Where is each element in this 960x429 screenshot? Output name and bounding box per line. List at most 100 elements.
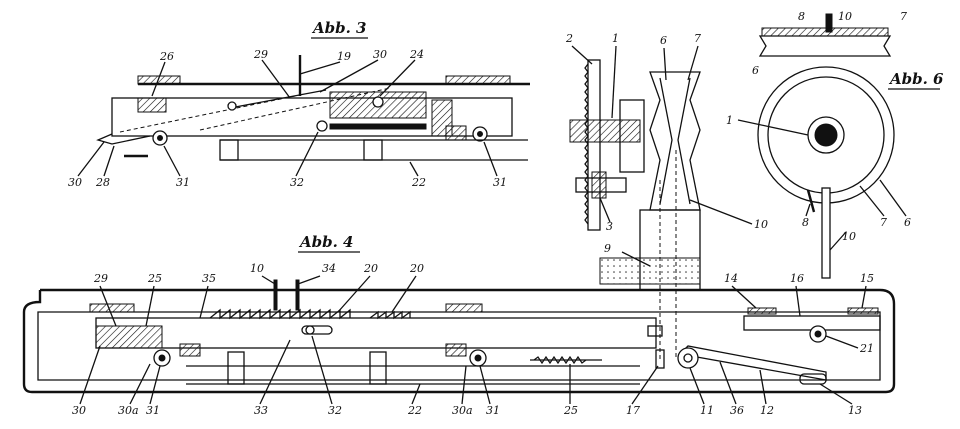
abb4-pin-10: [273, 279, 278, 311]
leader: [571, 45, 593, 65]
abb4-label-30a-right: 30a: [452, 404, 473, 417]
abb4-label-25-top: 25: [147, 272, 162, 285]
abb4-label-20-right: 20: [409, 262, 424, 275]
abb6-label-10: 10: [842, 230, 856, 243]
leader: [391, 275, 417, 313]
leader: [79, 345, 101, 405]
abb4-strip-mid: [445, 303, 483, 313]
leader: [859, 185, 885, 217]
abb3-roller-hub-right: [477, 131, 483, 137]
abb3-top-rail-right: [445, 75, 511, 85]
leader: [337, 275, 371, 313]
abb4-pin-34: [295, 279, 300, 311]
leader: [689, 367, 705, 405]
abb5-label-2: 2: [565, 32, 573, 45]
abb3-slider-body: [111, 97, 513, 137]
abb4-label-20-left: 20: [363, 262, 378, 275]
abb4-rack-teeth-35: [209, 308, 351, 320]
leader: [99, 285, 117, 327]
leader: [461, 365, 467, 405]
leader: [737, 119, 809, 136]
abb4-figure: Abb. 4: [22, 233, 896, 417]
abb4-label-29: 29: [93, 272, 108, 285]
abb4-title: Abb. 4: [298, 233, 354, 251]
abb4-roller-hub-left: [158, 354, 166, 362]
abb4-label-13: 13: [848, 404, 862, 417]
leader: [145, 285, 155, 327]
abb6-label-14: 14: [724, 272, 738, 285]
abb5-pulley-groove-2: [677, 77, 691, 205]
leader: [663, 47, 667, 81]
abb6-label-21: 21: [859, 342, 874, 355]
abb5-label-6: 6: [660, 34, 667, 47]
abb4-stop-17: [655, 349, 665, 369]
abb4-label-35: 35: [202, 272, 216, 285]
leader: [819, 383, 853, 405]
leader: [759, 369, 767, 405]
abb3-label-30: 30: [68, 176, 82, 189]
abb4-label-31-right: 31: [486, 404, 500, 417]
abb4-label-17: 17: [626, 404, 640, 417]
abb6-label-16: 16: [790, 272, 804, 285]
leader: [631, 365, 659, 405]
abb5-label-3: 3: [606, 220, 613, 233]
abb3-figure: Abb. 3 26 29: [68, 19, 530, 189]
abb4-label-22: 22: [407, 404, 422, 417]
abb5-gear-teeth: [584, 63, 589, 225]
leader: [409, 161, 419, 177]
abb3-rack-base: [329, 123, 427, 130]
abb6-label-6-top: 6: [752, 64, 759, 77]
abb5-pinion-3: [591, 171, 607, 199]
abb3-roller-32: [316, 120, 328, 132]
abb4-label-12: 12: [760, 404, 774, 417]
leader: [163, 145, 181, 177]
abb4-label-10: 10: [250, 262, 264, 275]
abb4-label-30a-left: 30a: [118, 404, 139, 417]
leader: [261, 275, 276, 285]
leader: [77, 141, 105, 177]
abb3-block-26: [137, 97, 167, 113]
abb5-shaft-1: [569, 119, 641, 143]
abb5-label-9: 9: [604, 242, 611, 255]
leader: [411, 383, 421, 405]
abb6-label-10-top: 10: [838, 10, 852, 23]
abb5-label-10: 10: [754, 218, 768, 231]
abb3-roller-hub-left: [157, 135, 163, 141]
abb4-bearing-30a-left: [179, 343, 201, 357]
abb4-label-34: 34: [322, 262, 336, 275]
abb6-pawl-8: [806, 189, 816, 213]
abb4-wheel-hub-11: [683, 353, 693, 363]
abb4-label-33: 33: [254, 404, 268, 417]
leader: [259, 339, 291, 405]
leader: [479, 365, 491, 405]
abb3-lug-2: [363, 139, 383, 161]
abb6-label-8: 8: [802, 216, 809, 229]
abb6-pulley-edge: [758, 35, 892, 57]
leader: [129, 363, 151, 405]
leader: [149, 365, 161, 405]
leader: [299, 61, 341, 75]
abb3-link-dash-1: [119, 94, 301, 133]
leader: [379, 59, 416, 97]
abb4-link-13: [799, 373, 827, 385]
abb3-title: Abb. 3: [311, 19, 367, 37]
leader: [297, 275, 321, 285]
abb5-base-9: [599, 257, 701, 285]
abb3-label-22: 22: [411, 176, 426, 189]
abb3-pivot: [227, 101, 237, 111]
leader: [199, 285, 209, 319]
abb6-label-7-top: 7: [900, 10, 907, 23]
abb4-lever-12: [678, 345, 827, 381]
leader: [731, 285, 757, 309]
abb6-label-7: 7: [880, 216, 887, 229]
leader: [611, 45, 617, 119]
abb6-title: Abb. 6: [888, 70, 944, 88]
abb6-pin-10-top: [825, 13, 833, 33]
abb4-rack-teeth-20: [369, 310, 411, 320]
abb5-pulley-groove: [659, 77, 673, 205]
leader: [795, 285, 801, 317]
abb6-label-15: 15: [860, 272, 874, 285]
abb4-label-32: 32: [328, 404, 342, 417]
leader: [483, 141, 498, 177]
